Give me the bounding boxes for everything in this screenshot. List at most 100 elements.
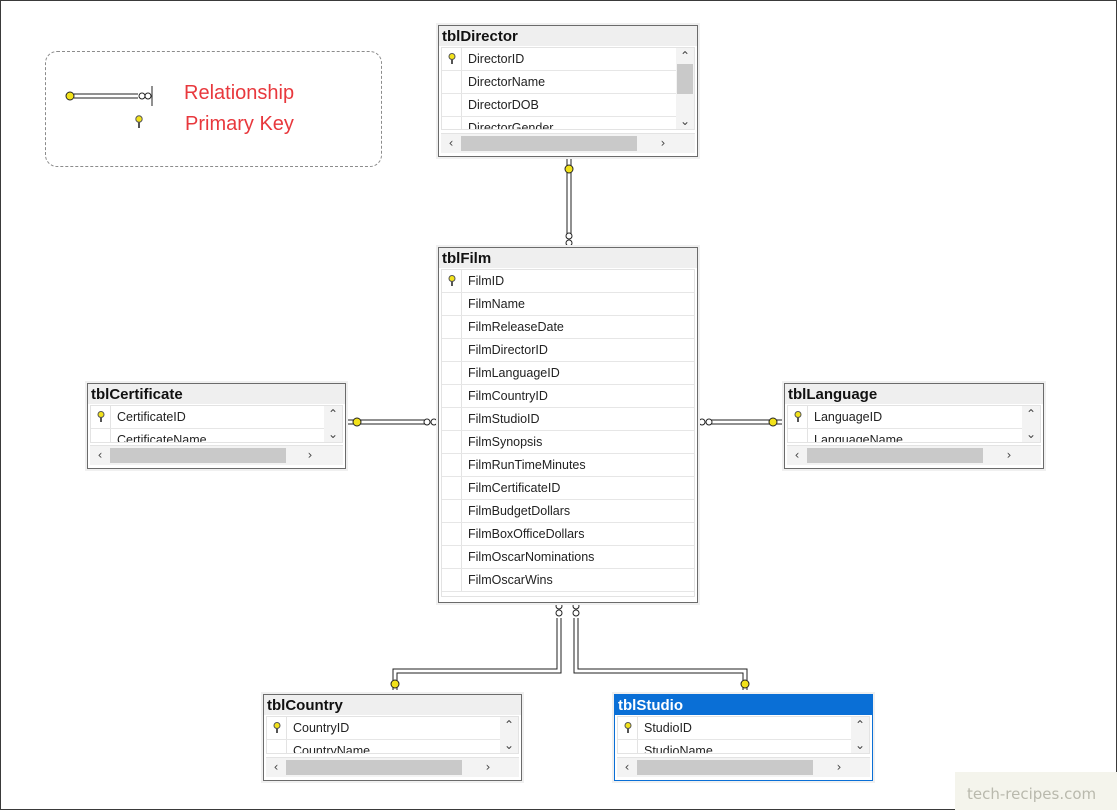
table-title[interactable]: tblFilm <box>439 248 697 268</box>
column-name: FilmRunTimeMinutes <box>468 458 586 472</box>
column-name: FilmBoxOfficeDollars <box>468 527 585 541</box>
key-icon <box>135 115 143 128</box>
vertical-scrollbar[interactable]: ⌃ ⌄ <box>324 406 342 442</box>
column-row[interactable]: CountryName <box>267 740 518 754</box>
table-title[interactable]: tblStudio <box>615 695 872 715</box>
scroll-down-icon[interactable]: ⌄ <box>679 114 691 128</box>
scroll-up-icon[interactable]: ⌃ <box>854 718 866 732</box>
table-country[interactable]: tblCountry CountryID CountryName ⌃ ⌄ ‹ › <box>263 694 522 781</box>
column-name: CountryID <box>293 721 350 735</box>
column-row[interactable]: CountryID <box>267 717 518 740</box>
column-name: LanguageName <box>814 433 903 443</box>
column-row[interactable]: FilmBudgetDollars <box>442 500 694 523</box>
scroll-left-icon[interactable]: ‹ <box>794 448 800 462</box>
column-name: FilmOscarWins <box>468 573 553 587</box>
column-name: FilmID <box>468 274 505 288</box>
scroll-left-icon[interactable]: ‹ <box>97 448 103 462</box>
scroll-up-icon[interactable]: ⌃ <box>503 718 515 732</box>
scroll-down-icon[interactable]: ⌄ <box>1025 427 1037 441</box>
table-title[interactable]: tblCountry <box>264 695 521 715</box>
scroll-thumb[interactable] <box>807 448 983 463</box>
relationship-studio-film[interactable] <box>572 602 750 690</box>
column-row[interactable]: FilmCertificateID <box>442 477 694 500</box>
column-row[interactable]: CertificateName <box>91 429 342 443</box>
scroll-thumb[interactable] <box>677 64 693 94</box>
table-language[interactable]: tblLanguage LanguageID LanguageName ⌃ ⌄ … <box>784 383 1044 469</box>
table-title[interactable]: tblCertificate <box>88 384 345 404</box>
column-row[interactable]: FilmStudioID <box>442 408 694 431</box>
column-row[interactable]: FilmReleaseDate <box>442 316 694 339</box>
scroll-left-icon[interactable]: ‹ <box>624 760 630 774</box>
column-row[interactable]: FilmOscarWins <box>442 569 694 592</box>
column-row[interactable]: StudioID <box>618 717 869 740</box>
legend-box: Relationship Primary Key <box>45 51 382 167</box>
vertical-scrollbar[interactable]: ⌃ ⌄ <box>500 717 518 753</box>
table-title[interactable]: tblLanguage <box>785 384 1043 404</box>
table-title[interactable]: tblDirector <box>439 26 697 46</box>
column-row[interactable]: FilmLanguageID <box>442 362 694 385</box>
column-row[interactable]: FilmDirectorID <box>442 339 694 362</box>
column-row[interactable]: DirectorDOB <box>442 94 694 117</box>
scroll-left-icon[interactable]: ‹ <box>273 760 279 774</box>
scroll-thumb[interactable] <box>110 448 286 463</box>
column-name: CertificateName <box>117 433 207 443</box>
column-list: StudioID StudioName ⌃ ⌄ <box>617 716 870 754</box>
scroll-right-icon[interactable]: › <box>485 760 491 774</box>
vertical-scrollbar[interactable]: ⌃ ⌄ <box>1022 406 1040 442</box>
column-name: StudioID <box>644 721 692 735</box>
scroll-thumb[interactable] <box>286 760 462 775</box>
column-row[interactable]: StudioName <box>618 740 869 754</box>
vertical-scrollbar[interactable]: ⌃ ⌄ <box>851 717 869 753</box>
column-name: StudioName <box>644 744 713 754</box>
column-row[interactable]: LanguageName <box>788 429 1040 443</box>
column-name: FilmLanguageID <box>468 366 560 380</box>
column-name: DirectorName <box>468 75 546 89</box>
table-film[interactable]: tblFilm FilmID FilmName FilmReleaseDate … <box>438 247 698 603</box>
relationship-director-film[interactable] <box>564 158 574 247</box>
table-director[interactable]: tblDirector DirectorID DirectorName Dire… <box>438 25 698 157</box>
table-certificate[interactable]: tblCertificate CertificateID Certificate… <box>87 383 346 469</box>
scroll-left-icon[interactable]: ‹ <box>448 136 454 150</box>
column-row[interactable]: FilmCountryID <box>442 385 694 408</box>
horizontal-scrollbar[interactable]: ‹ › <box>617 757 870 777</box>
scroll-down-icon[interactable]: ⌄ <box>327 427 339 441</box>
column-name: CountryName <box>293 744 371 754</box>
table-studio[interactable]: tblStudio StudioID StudioName ⌃ ⌄ ‹ › <box>614 694 873 781</box>
horizontal-scrollbar[interactable]: ‹ › <box>266 757 519 777</box>
scroll-right-icon[interactable]: › <box>836 760 842 774</box>
horizontal-scrollbar[interactable]: ‹ › <box>787 445 1041 465</box>
column-name: FilmSynopsis <box>468 435 543 449</box>
relationship-language-film[interactable] <box>698 417 784 427</box>
key-icon <box>448 275 455 286</box>
scroll-up-icon[interactable]: ⌃ <box>679 49 691 63</box>
scroll-up-icon[interactable]: ⌃ <box>327 407 339 421</box>
column-row[interactable]: FilmSynopsis <box>442 431 694 454</box>
horizontal-scrollbar[interactable]: ‹ › <box>441 133 695 153</box>
column-row[interactable]: FilmBoxOfficeDollars <box>442 523 694 546</box>
column-name: FilmName <box>468 297 525 311</box>
relationship-country-film[interactable] <box>390 602 563 690</box>
scroll-down-icon[interactable]: ⌄ <box>854 738 866 752</box>
scroll-right-icon[interactable]: › <box>307 448 313 462</box>
column-name: FilmCertificateID <box>468 481 561 495</box>
vertical-scrollbar[interactable]: ⌃ ⌄ <box>676 48 694 129</box>
scroll-thumb[interactable] <box>461 136 637 151</box>
column-row[interactable]: CertificateID <box>91 406 342 429</box>
scroll-up-icon[interactable]: ⌃ <box>1025 407 1037 421</box>
column-row[interactable]: FilmRunTimeMinutes <box>442 454 694 477</box>
scroll-thumb[interactable] <box>637 760 813 775</box>
relationship-certificate-film[interactable] <box>346 417 438 427</box>
column-row[interactable]: LanguageID <box>788 406 1040 429</box>
column-name: FilmOscarNominations <box>468 550 595 564</box>
column-row[interactable]: FilmID <box>442 270 694 293</box>
column-row[interactable]: FilmName <box>442 293 694 316</box>
column-row[interactable]: FilmOscarNominations <box>442 546 694 569</box>
horizontal-scrollbar[interactable]: ‹ › <box>90 445 343 465</box>
column-name: DirectorDOB <box>468 98 539 112</box>
column-row[interactable]: DirectorID <box>442 48 694 71</box>
scroll-down-icon[interactable]: ⌄ <box>503 738 515 752</box>
column-row[interactable]: DirectorName <box>442 71 694 94</box>
scroll-right-icon[interactable]: › <box>660 136 666 150</box>
column-row[interactable]: DirectorGender <box>442 117 694 129</box>
scroll-right-icon[interactable]: › <box>1006 448 1012 462</box>
